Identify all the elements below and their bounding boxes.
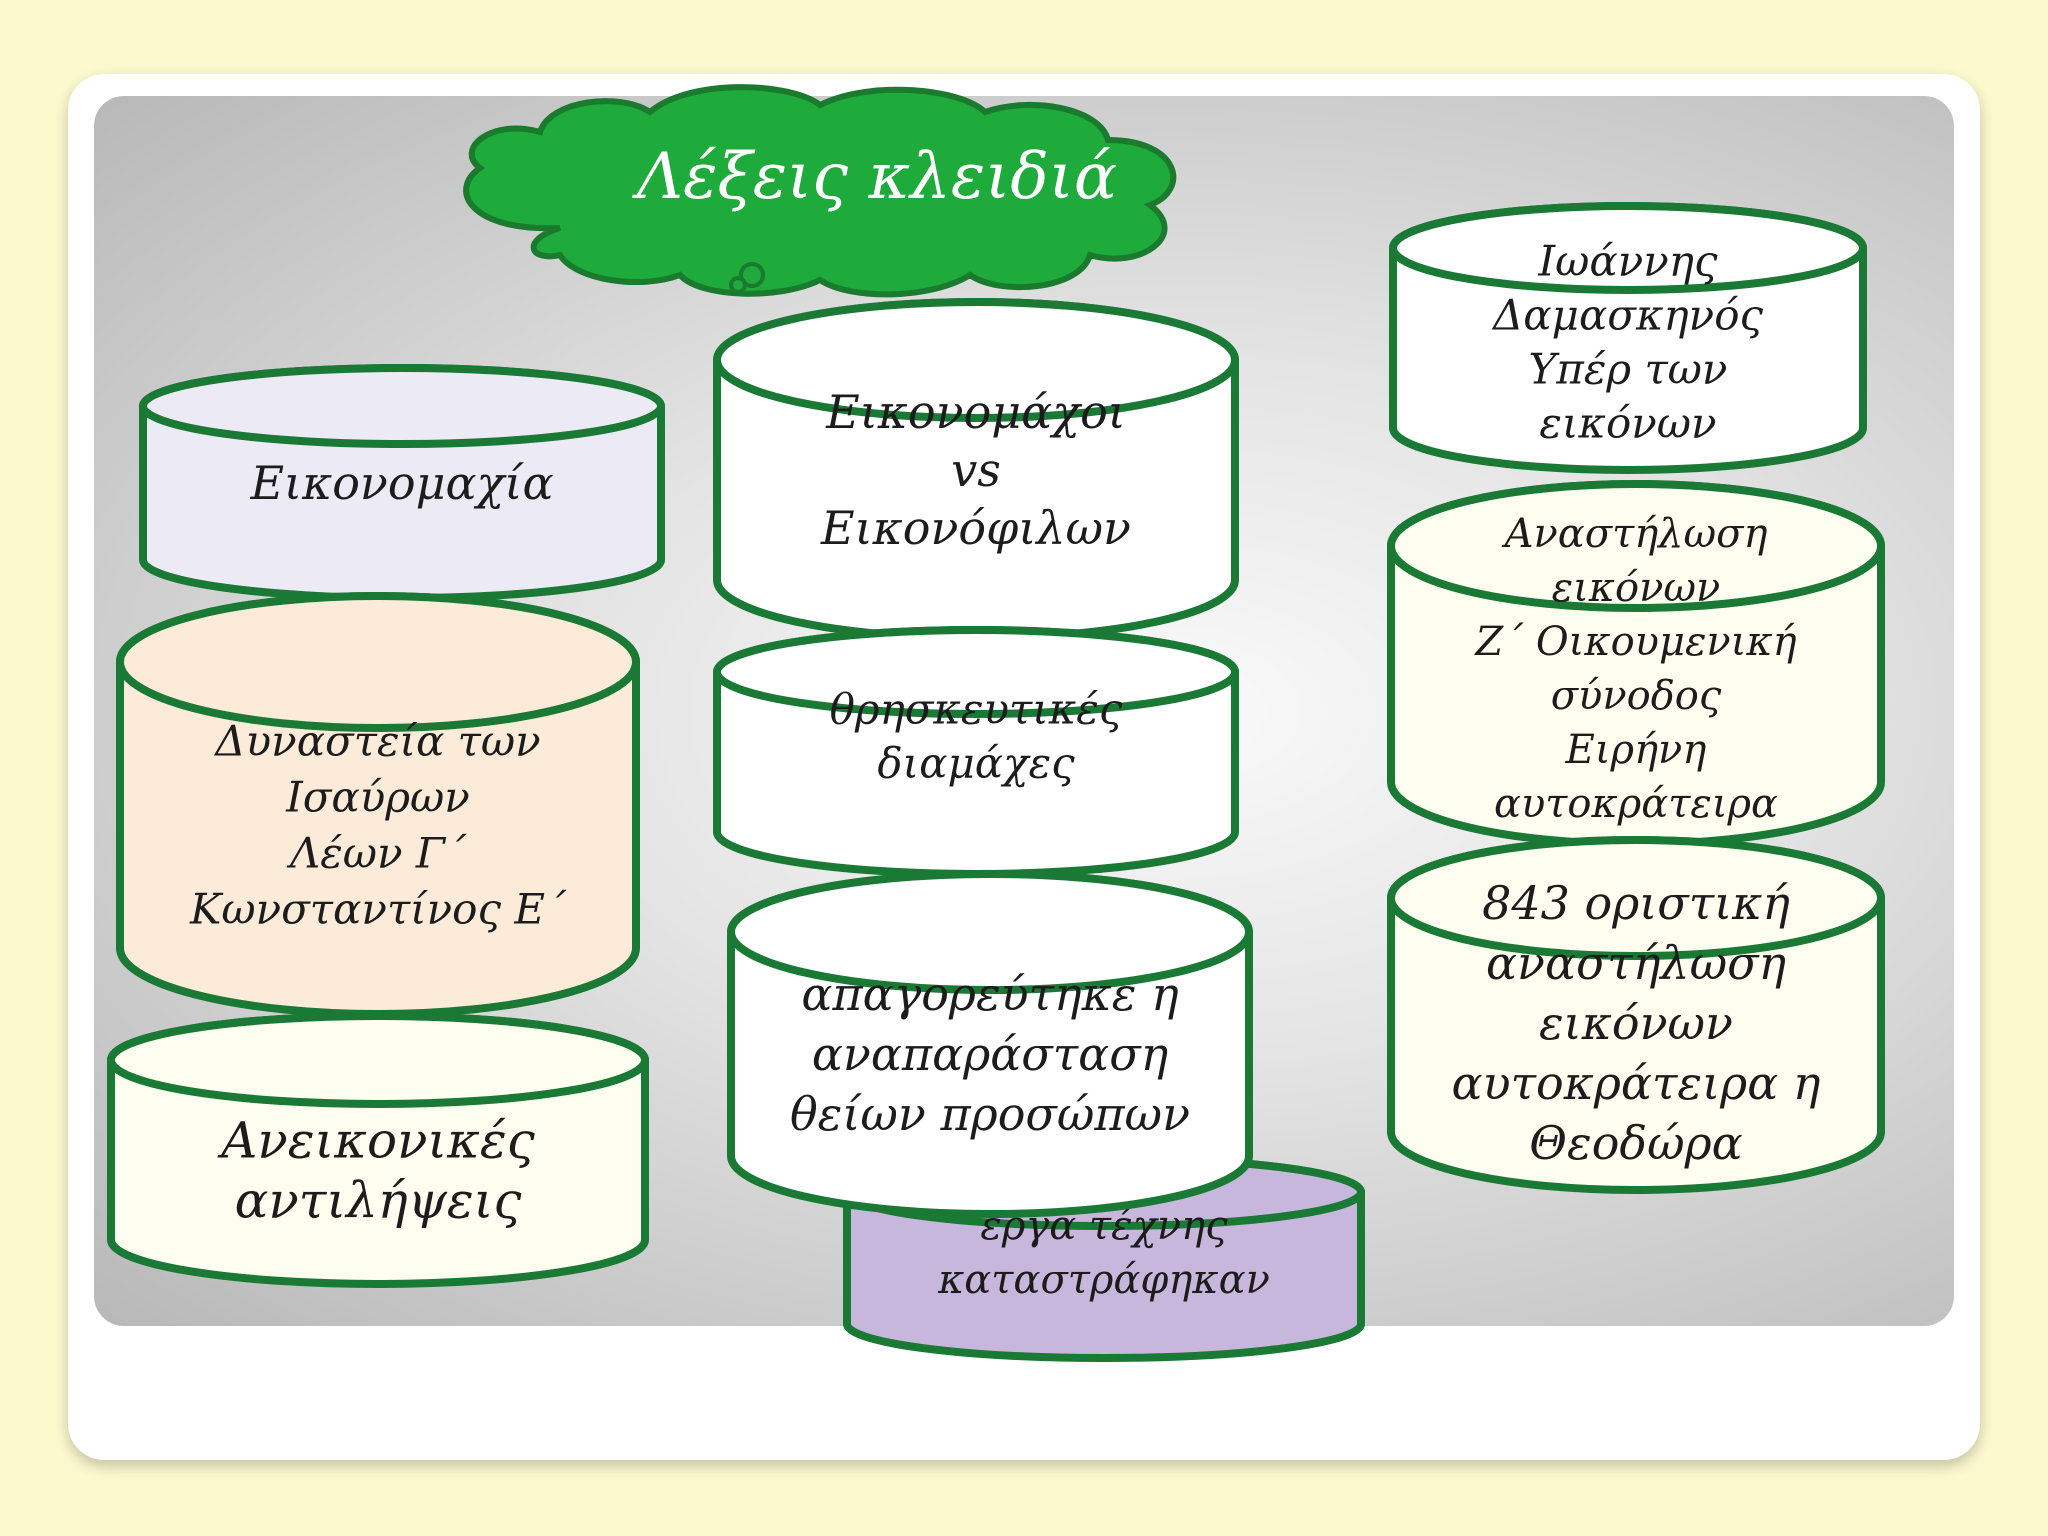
cylinder-label: Ιωάννης [1538,237,1718,286]
cylinder-label: αυτοκράτειρα η [1452,1056,1821,1110]
cylinder-label: Θεοδώρα [1529,1116,1742,1170]
cylinder-label: vs [951,443,1001,497]
cylinder-top [1389,202,1867,294]
cylinder-label: Αναστήλωση [1501,511,1768,557]
cylinder-label: θρησκευτικές [830,685,1123,734]
cylinder-label: σύνοδος [1551,673,1722,719]
cylinder-label: Λέων Γ΄ [286,829,467,878]
cylinder-anastilosi: Αναστήλωση εικόνων Ζ΄ Οικουμενική σύνοδοςΕι… [1387,480,1885,848]
cylinder-label: Δαμασκηνός [1491,291,1764,340]
cylinder-label: Ειρήνη [1565,727,1707,773]
cylinder-label: απαγορεύτηκε η [801,967,1179,1021]
cylinder-top [713,298,1239,422]
cylinder-top [727,870,1253,994]
cloud-bubble [729,276,747,294]
cylinder-label: εικόνων [1539,399,1716,448]
cylinder-label: Υπέρ των [1529,345,1728,394]
cylinder-label: Εικονόφιλων [820,501,1131,555]
cylinder-apagoreftike: απαγορεύτηκε η αναπαράσταση θείων προσώπων [727,870,1253,1218]
cylinder-top [107,1012,649,1108]
cloud-bubble [739,262,765,288]
cylinder-label: καταστράφηκαν [937,1257,1270,1303]
cylinder-label: 843 οριστική [1482,876,1790,930]
cylinder-label: διαμάχες [877,739,1075,788]
cylinder-label: αντιλήψεις [235,1172,522,1230]
cylinder-label: Εικονομάχοι [825,385,1126,439]
cylinder-label: αναπαράσταση [812,1027,1169,1081]
cylinder-label: Ανεικονικές [217,1112,534,1170]
cylinder-label: Κωνσταντίνος Ε΄ [189,885,567,934]
cylinder-label: αυτοκράτειρα [1494,781,1778,827]
cylinder-eikonomachia: Εικονομαχία [139,364,665,602]
cylinder-group: ΕικονομαχίαΑνεικονικέςαντιλήψειςΔυναστεί… [107,202,1885,1362]
cylinder-label: θείων προσώπων [790,1087,1190,1141]
diagram-title: Λέξεις κλειδιά [632,140,1117,214]
cylinder-label: Ισαύρων [285,773,470,822]
cylinder-top [139,364,665,448]
cylinder-thriskeftikes: θρησκευτικές διαμάχες [713,626,1239,878]
cylinder-label: Εικονομαχία [249,456,553,510]
cylinder-label: εικόνων [1552,565,1721,611]
cylinder-label: εικόνων [1539,996,1733,1050]
cylinder-oristiki: 843 οριστική αναστήλωση εικόνων αυτοκράτειρ… [1387,836,1885,1194]
cloud-shape [463,84,1177,298]
cylinder-label: Ζ΄ Οικουμενική [1473,619,1796,665]
cylinder-top [1387,836,1885,960]
cylinder-top [713,626,1239,718]
cylinder-top [1387,480,1885,612]
title-cloud: Λέξεις κλειδιά [463,84,1177,298]
cylinder-label: αναστήλωση [1486,936,1787,990]
cylinder-top [116,592,640,732]
cylinder-label: Δυναστεία των [213,717,540,766]
